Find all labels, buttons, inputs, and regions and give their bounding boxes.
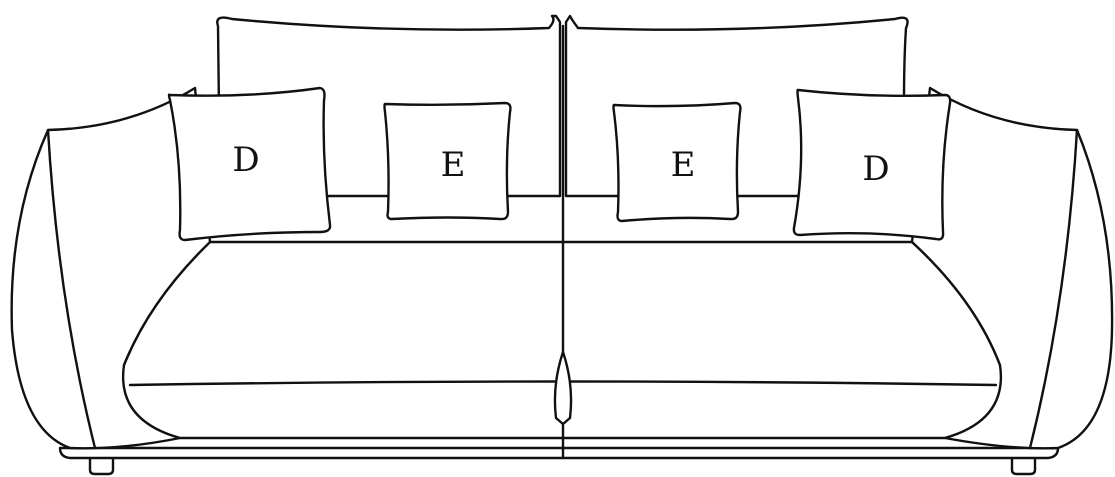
sofa-base bbox=[58, 446, 1060, 460]
left-arm-seam bbox=[46, 128, 97, 450]
right-leg bbox=[1010, 456, 1037, 476]
pillow-d-right: D bbox=[792, 88, 952, 241]
center-tuft bbox=[553, 350, 573, 426]
left-leg bbox=[88, 456, 115, 476]
pillow-label: D bbox=[232, 140, 259, 180]
pillow-d-left: D bbox=[167, 86, 332, 242]
right-arm bbox=[910, 86, 1114, 450]
pillow-e-left: E bbox=[383, 101, 512, 221]
pillow-label: D bbox=[862, 149, 889, 189]
right-arm-seam bbox=[1028, 128, 1079, 450]
pillow-label: E bbox=[671, 145, 696, 185]
pillow-e-right: E bbox=[612, 101, 742, 223]
pillow-label: E bbox=[441, 145, 466, 185]
left-arm bbox=[10, 86, 212, 450]
